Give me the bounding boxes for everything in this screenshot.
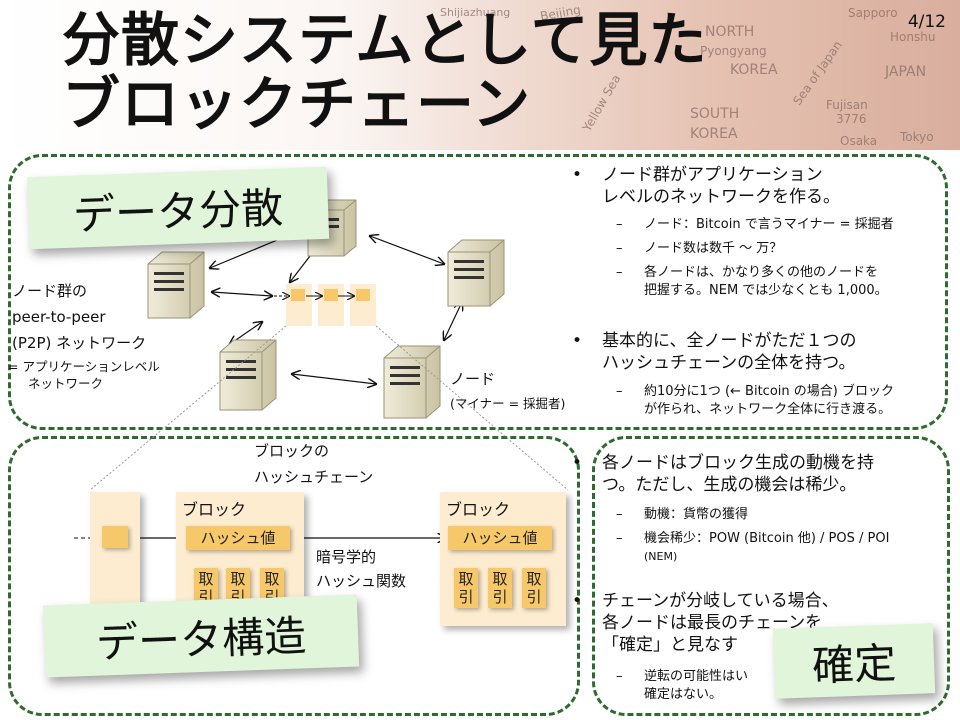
mini-hash [324, 289, 338, 301]
sub-bullet-text: ノード数は数千 〜 万？ [644, 241, 783, 256]
bullet-2: • 基本的に、全ノードがただ１つの ハッシュチェーンの全体を持つ。 [572, 330, 857, 374]
bullet-2-line-1: 基本的に、全ノードがただ１つの [602, 331, 857, 351]
crypto-label-2: ハッシュ関数 [316, 572, 407, 590]
block-2: ブロック ハッシュ値 取引 取引 取引 [440, 492, 566, 626]
sub-bullet-text: 約10分に1つ (← Bitcoin の場合) ブロック [644, 384, 894, 399]
data-structure-label: データ構造 [42, 594, 360, 678]
p2p-line-2: peer-to-peer [12, 308, 106, 326]
bullet-dot: • [572, 453, 583, 473]
map-label: Sapporo [848, 6, 898, 20]
map-label: Osaka [840, 134, 878, 148]
map-label: JAPAN [885, 64, 927, 80]
bullet-3: • 各ノードはブロック生成の動機を持 つ。ただし、生成の機会は稀少。 [572, 452, 874, 496]
map-label: SOUTH [690, 106, 740, 122]
previous-hash [102, 526, 128, 548]
server-icon [383, 345, 441, 419]
server-icon [219, 339, 277, 411]
bullet-2-line-2: ハッシュチェーンの全体を持つ。 [602, 353, 856, 373]
sub-bullet-text: が作られ、ネットワーク全体に行き渡る。 [644, 402, 892, 417]
bullet-dot: • [572, 591, 583, 611]
bullet-3-line-2: つ。ただし、生成の機会は稀少。 [602, 475, 857, 495]
map-label: Pyongyang [700, 44, 767, 58]
bottom-left-dashed-region [8, 436, 580, 716]
zoom-line [89, 325, 287, 491]
bullet-3-line-1: 各ノードはブロック生成の動機を持 [602, 453, 874, 473]
sub-bullet: –ノード数は数千 〜 万？ [616, 241, 783, 256]
sub-bullet: –ノード：Bitcoin で言うマイナー = 採掘者 [616, 217, 894, 232]
link-arrow [290, 255, 311, 282]
sub-bullet-text: (NEM) [644, 550, 678, 563]
crypto-label-1: 暗号学的 [316, 548, 377, 566]
bullet-4-line-3: 「確定」と見なす [602, 635, 738, 655]
bottom-right-dashed-region [592, 436, 950, 716]
sub-bullet-text: 機会稀少：POW (Bitcoin 他) / POS / POI [644, 531, 890, 546]
bullet-dot: • [572, 165, 583, 185]
bullet-1-line-1: ノード群がアプリケーション [602, 165, 823, 185]
slide-title: 分散システムとして見た ブロックチェーン [62, 8, 708, 136]
top-dashed-region [8, 154, 948, 430]
page-number: 4/12 [907, 12, 946, 32]
p2p-note-2: ネットワーク [28, 376, 104, 391]
node-label: ノード [450, 370, 496, 388]
bullet-4-line-1: チェーンが分岐している場合、 [602, 591, 839, 611]
map-label: Shijiazhuang [440, 6, 511, 19]
map-label: Fujisan [826, 98, 868, 112]
map-label: NORTH [705, 24, 755, 40]
transaction: 取引 [522, 568, 546, 608]
map-label: Tokyo [900, 130, 934, 144]
bullet-4: • チェーンが分岐している場合、 各ノードは最長のチェーンを 「確定」と見なす [572, 590, 839, 656]
sub-bullet-text: 動機：貨幣の獲得 [644, 507, 749, 522]
title-line-1: 分散システムとして見た [62, 6, 708, 74]
bullet-1-line-2: レベルのネットワークを作る。 [602, 187, 840, 207]
sub-bullet: – 各ノードは、かなり多くの他のノードを 把握する。NEM では少なくとも 1,… [616, 265, 888, 298]
hash-value: ハッシュ値 [448, 526, 552, 550]
block-title: ブロック [446, 500, 511, 519]
node-note: (マイナー = 採掘者) [450, 396, 566, 411]
chain-label-2: ハッシュチェーン [254, 468, 374, 486]
header-banner: Beijing NORTH Pyongyang KOREA SOUTH KORE… [0, 0, 960, 150]
data-distribution-label: データ分散 [26, 166, 330, 250]
sub-bullet-text: 確定はない。 [644, 687, 723, 702]
link-arrow [444, 302, 462, 340]
map-label: Honshu [890, 30, 936, 44]
sub-bullet-text: 逆転の可能性はい [644, 669, 749, 684]
p2p-line-3: (P2P) ネットワーク [12, 334, 147, 352]
sub-bullet: – 約10分に1つ (← Bitcoin の場合) ブロック が作られ、ネットワ… [616, 384, 894, 417]
server-icon [447, 239, 505, 307]
link-arrow [292, 374, 376, 384]
link-arrow [370, 236, 444, 264]
title-line-2: ブロックチェーン [62, 70, 532, 138]
map-label: KOREA [730, 62, 778, 78]
transaction: 取引 [454, 568, 478, 608]
map-label: 3776 [836, 112, 867, 126]
p2p-line-1: ノード群の [12, 282, 88, 300]
sub-bullet: – 機会稀少：POW (Bitcoin 他) / POS / POI (NEM) [616, 530, 890, 566]
block-title: ブロック [182, 500, 247, 519]
chain-label-1: ブロックの [254, 442, 330, 460]
p2p-note-1: = アプリケーションレベル [8, 359, 160, 374]
hash-value: ハッシュ値 [186, 526, 290, 550]
mini-hash [291, 289, 305, 301]
sub-bullet-text: 各ノードは、かなり多くの他のノードを [644, 265, 879, 280]
map-label: KOREA [690, 126, 738, 142]
sub-bullet-text: ノード：Bitcoin で言うマイナー = 採掘者 [644, 217, 894, 232]
sub-bullet: –動機：貨幣の獲得 [616, 507, 749, 522]
server-icon [147, 251, 205, 319]
sub-bullet: – 逆転の可能性はい 確定はない。 [616, 669, 749, 702]
bullet-1: • ノード群がアプリケーション レベルのネットワークを作る。 [572, 164, 840, 208]
confirm-label: 確定 [772, 623, 936, 699]
bullet-4-line-2: 各ノードは最長のチェーンを [602, 613, 823, 633]
transaction: 取引 [488, 568, 512, 608]
mini-hash [356, 289, 370, 301]
link-arrow [212, 292, 272, 296]
bullet-dot: • [572, 331, 583, 351]
sub-bullet-text: 把握する。NEM では少なくとも 1,000。 [644, 283, 888, 298]
